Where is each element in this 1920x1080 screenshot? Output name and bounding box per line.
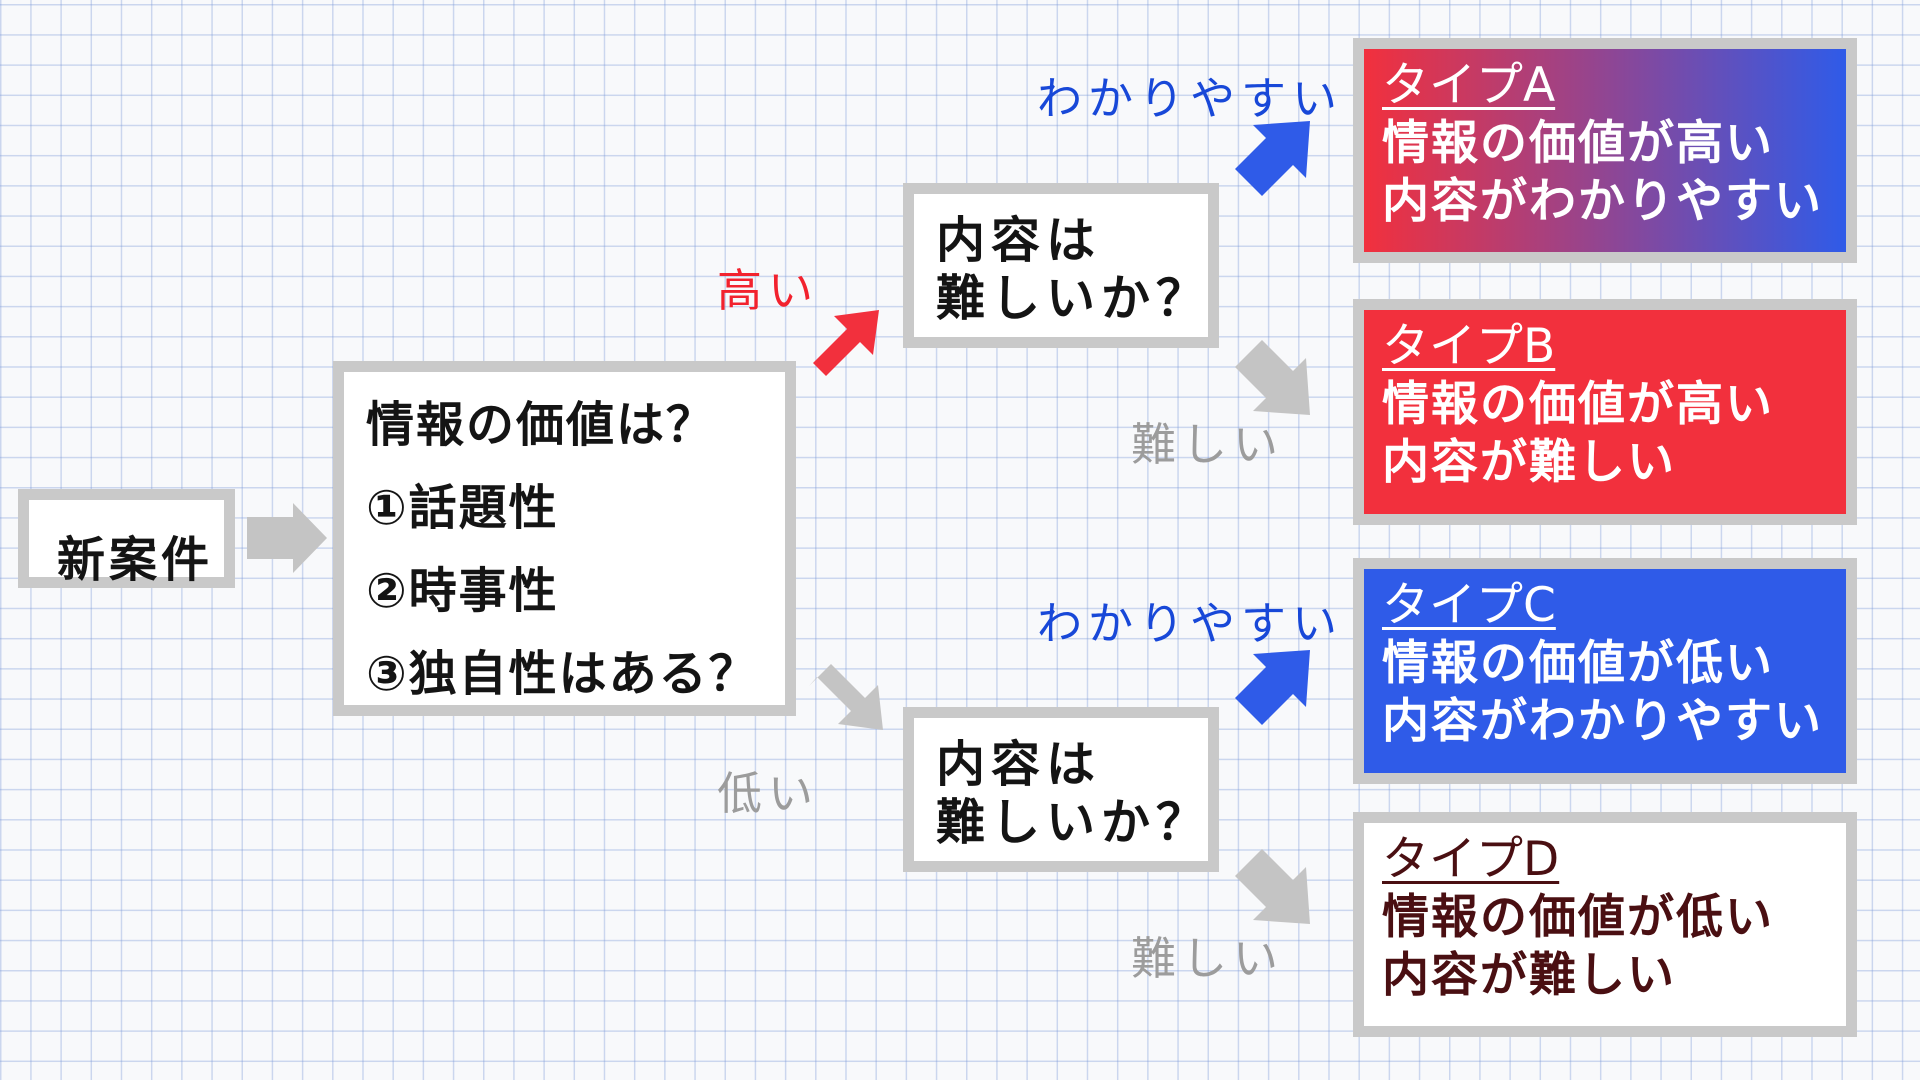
type-a-title: タイプA — [1382, 58, 1556, 113]
type-d-box: タイプD 情報の価値が低い 内容が難しい — [1353, 812, 1857, 1037]
type-a-line2: 内容がわかりやすい — [1382, 174, 1823, 229]
content-question-top-line2: 難しいか？ — [936, 270, 1212, 327]
content-question-top-line1: 内容は — [936, 212, 1102, 269]
type-c-line2: 内容がわかりやすい — [1382, 694, 1823, 749]
content-question-top: 内容は 難しいか？ — [903, 183, 1219, 348]
arrow-top-hard — [1235, 340, 1310, 415]
type-b-title: タイプB — [1382, 319, 1556, 374]
edge-label-easy-top: わかりやすい — [1037, 72, 1344, 125]
type-a-line1: 情報の価値が高い — [1382, 116, 1774, 171]
type-c-title: タイプC — [1382, 578, 1556, 633]
type-b-line1: 情報の価値が高い — [1382, 377, 1774, 432]
content-question-bottom-line2: 難しいか？ — [936, 794, 1212, 851]
info-question-title: 情報の価値は？ — [366, 397, 717, 453]
start-node: 新案件 — [18, 489, 235, 588]
edge-label-easy-bottom: わかりやすい — [1037, 597, 1344, 650]
content-question-bottom-line1: 内容は — [936, 736, 1102, 793]
edge-label-low: 低い — [717, 767, 820, 820]
type-d-line1: 情報の価値が低い — [1382, 890, 1774, 945]
arrow-top-easy — [1235, 121, 1310, 196]
type-b-box: タイプB 情報の価値が高い 内容が難しい — [1353, 299, 1857, 525]
type-a-box: タイプA 情報の価値が高い 内容がわかりやすい — [1353, 38, 1857, 263]
arrow-high — [804, 310, 879, 376]
info-question-item-2: ②時事性 — [366, 563, 559, 619]
type-d-title: タイプD — [1382, 832, 1560, 887]
edge-label-hard-top: 難しい — [1131, 418, 1285, 471]
type-c-line1: 情報の価値が低い — [1382, 636, 1774, 691]
info-question-item-3: ③独自性はある？ — [366, 646, 759, 702]
type-d-line2: 内容が難しい — [1382, 948, 1676, 1003]
arrow-low — [809, 664, 883, 730]
edge-label-high: 高い — [717, 264, 820, 317]
arrow-start-to-info — [247, 503, 327, 573]
info-value-question: 情報の価値は？ ①話題性 ②時事性 ③独自性はある？ — [333, 361, 796, 716]
content-question-bottom: 内容は 難しいか？ — [903, 707, 1219, 872]
info-question-item-1: ①話題性 — [366, 480, 559, 536]
start-label: 新案件 — [57, 532, 214, 588]
arrow-bottom-easy — [1235, 650, 1310, 725]
arrow-bottom-hard — [1235, 849, 1310, 924]
type-b-line2: 内容が難しい — [1382, 435, 1676, 490]
type-c-box: タイプC 情報の価値が低い 内容がわかりやすい — [1353, 558, 1857, 784]
edge-label-hard-bottom: 難しい — [1131, 932, 1285, 985]
